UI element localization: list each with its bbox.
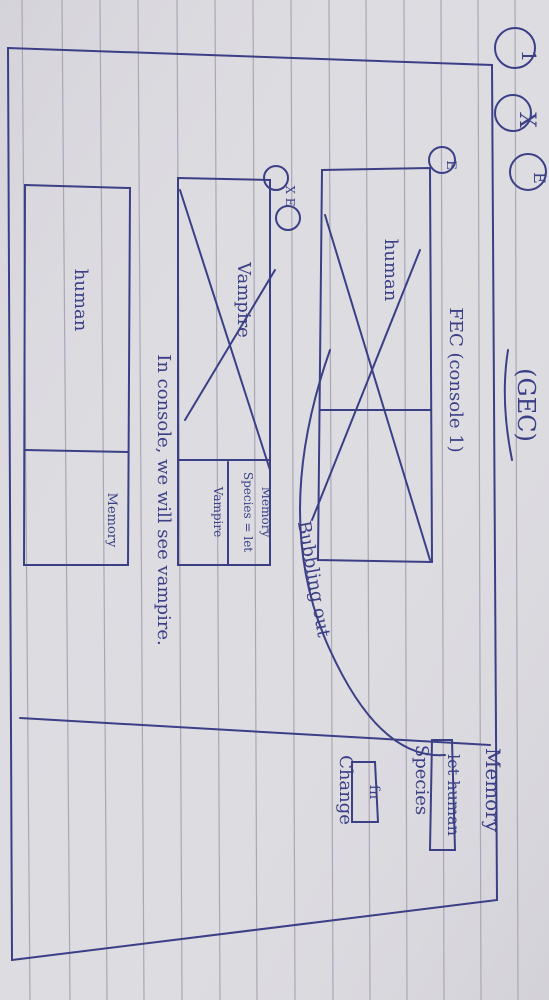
fec-label: FEC (console 1): [445, 307, 466, 452]
species-label: Species: [411, 745, 432, 815]
memory-header: Memory: [481, 748, 505, 833]
human-box: [22, 183, 132, 566]
fec-box: [316, 166, 434, 564]
fn-label: fn: [366, 785, 382, 799]
fec-cross-2: [311, 249, 421, 521]
vampire-label: Vampire: [233, 261, 254, 338]
human-mid-label: human: [380, 239, 401, 302]
ink-drawing: [6, 27, 547, 962]
circle-x-small: [263, 165, 289, 191]
circle-e-small: [275, 205, 301, 231]
e-circle-mid-label: E: [443, 160, 458, 170]
change-label: Change: [335, 755, 356, 825]
xe-circle-label: X E: [283, 185, 297, 206]
species-let-label: Species = let: [241, 472, 255, 552]
gec-paren: [503, 349, 513, 461]
circle-1-label: 1: [517, 50, 541, 63]
circle-1: [494, 27, 536, 69]
console-line: In console, we will see vampire.: [153, 354, 174, 646]
vampire-box: [177, 176, 271, 566]
circle-e-top: [509, 153, 547, 191]
memory-small-label: Memory: [259, 487, 273, 538]
circle-e-mid: [428, 146, 456, 174]
human-left-label: human: [70, 269, 91, 332]
gec-label: (GEC): [512, 368, 540, 442]
ruled-lines: [21, 0, 519, 1000]
vampire-small-label: Vampire: [211, 486, 225, 537]
circle-x-top-label: X: [514, 112, 539, 128]
vampire-cross-1: [179, 189, 271, 471]
circle-e-top-label: E: [530, 172, 549, 184]
circle-x-top: [494, 94, 532, 132]
lethuman-box: [428, 739, 457, 851]
fec-cross-1: [324, 214, 431, 561]
vampire-cross-2: [184, 269, 276, 421]
memory-left-label: Memory: [104, 493, 119, 548]
human-divider: [24, 449, 129, 453]
memory-divider: [19, 717, 491, 746]
bubbling-curve: [299, 349, 446, 757]
outer-frame: [6, 46, 499, 962]
fn-box: [351, 761, 380, 823]
lethuman-label: let human: [444, 754, 463, 836]
